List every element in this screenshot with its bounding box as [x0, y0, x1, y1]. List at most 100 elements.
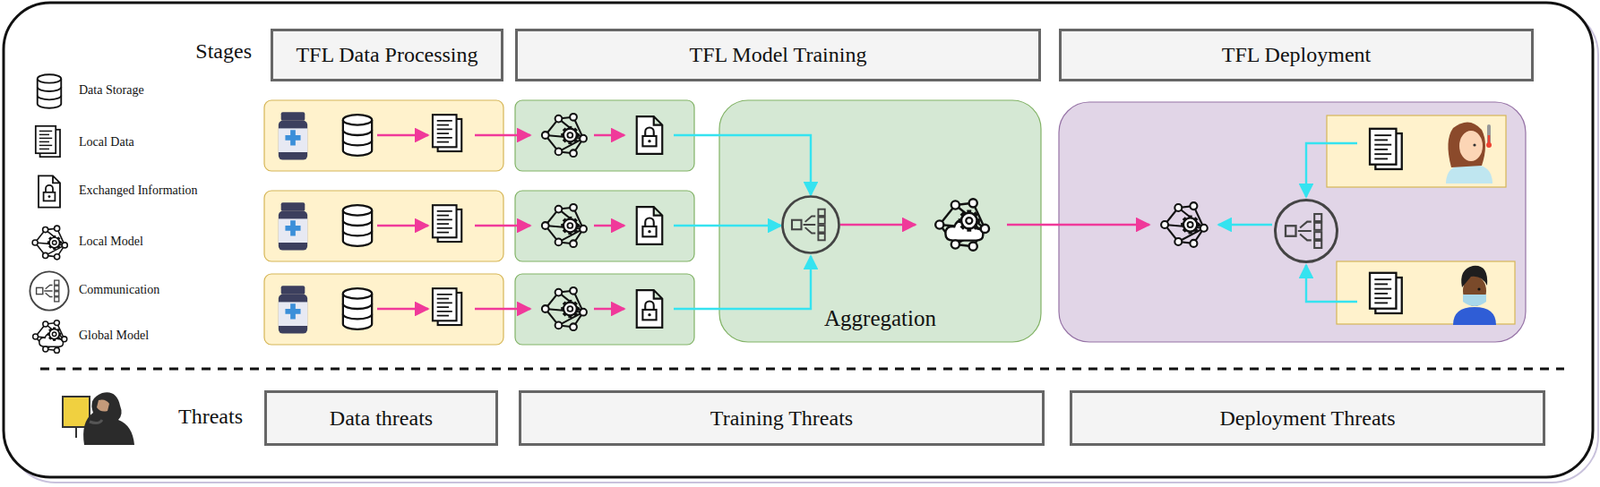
icon-part — [437, 293, 453, 296]
icon-part — [37, 86, 62, 92]
icon-part — [343, 288, 372, 299]
icon-part — [817, 225, 825, 233]
hacker-icon — [62, 392, 135, 446]
icon-part — [343, 114, 372, 125]
icon-part — [284, 129, 301, 146]
icon-part — [567, 306, 573, 312]
flow-arrow — [593, 134, 625, 137]
icon-part — [1174, 238, 1182, 246]
exchanged-information-icon — [636, 206, 663, 245]
icon-part — [35, 126, 56, 154]
icon-part — [437, 227, 453, 230]
data-lane — [264, 190, 504, 262]
exchanged-information-icon — [38, 175, 61, 207]
icon-part — [567, 223, 573, 229]
legend-label: Global Model — [78, 328, 149, 344]
stage-label: Training Threats — [710, 406, 853, 431]
icon-part — [1161, 221, 1169, 229]
icon-part — [1183, 217, 1197, 232]
icon-part — [647, 313, 651, 317]
database-icon — [343, 288, 372, 330]
legend-label: Data Storage — [78, 83, 145, 98]
icon-part — [343, 129, 372, 136]
icon-part — [817, 209, 825, 216]
icon-part — [969, 242, 978, 251]
icon-part — [437, 128, 453, 130]
icon-part — [642, 136, 656, 147]
local-model-icon — [541, 113, 587, 157]
icon-part — [437, 223, 449, 225]
icon-part — [1458, 129, 1482, 139]
icon-part — [281, 285, 306, 295]
icon-part — [278, 128, 308, 153]
icon-part — [1447, 121, 1486, 168]
icon-part — [278, 294, 308, 335]
flow-arrow — [1006, 223, 1150, 226]
icon-part — [647, 139, 651, 143]
icon-part — [569, 149, 577, 157]
icon-part — [1374, 157, 1388, 160]
local-model-icon — [541, 287, 587, 331]
icon-part — [636, 290, 663, 328]
flow-arrow — [377, 134, 429, 137]
icon-part — [1459, 130, 1483, 162]
local-model-icon — [1161, 202, 1208, 248]
stage-label: Aggregation — [824, 306, 937, 332]
icon-part — [969, 198, 978, 207]
icon-part — [437, 141, 449, 144]
icon-part — [39, 134, 50, 136]
icon-part — [563, 219, 577, 233]
icon-part — [1314, 214, 1322, 222]
local-data-icon — [1369, 273, 1403, 314]
database-icon — [37, 74, 62, 108]
icon-part — [39, 137, 52, 139]
icon-part — [61, 336, 68, 343]
local-data-icon — [1369, 129, 1403, 170]
aggregation-panel — [719, 100, 1041, 343]
flow-arrow — [377, 308, 429, 310]
exchanged-information-icon — [636, 116, 663, 155]
icon-part — [579, 225, 587, 233]
icon-part — [541, 131, 550, 139]
icon-part — [569, 287, 577, 295]
icon-part — [437, 298, 449, 301]
data-lane — [264, 274, 504, 345]
icon-part — [555, 322, 563, 330]
icon-part — [560, 300, 579, 319]
icon-part — [1374, 301, 1388, 304]
icon-part — [1314, 223, 1322, 231]
icon-part — [343, 303, 372, 310]
medicine-icon — [278, 202, 308, 250]
icon-part — [935, 220, 944, 229]
icon-part — [37, 95, 62, 101]
icon-part — [1298, 222, 1312, 241]
icon-part — [1189, 202, 1197, 210]
patient-figure — [1453, 266, 1497, 326]
icon-part — [1180, 215, 1200, 235]
icon-part — [47, 235, 62, 250]
icon-part — [1374, 283, 1388, 285]
icon-part — [437, 232, 449, 234]
database-icon — [343, 205, 372, 247]
icon-part — [33, 334, 39, 340]
patient-card — [1336, 261, 1515, 325]
medicine-icon — [278, 111, 308, 160]
stage-label: TFL Model Training — [689, 43, 868, 68]
icon-part — [1453, 307, 1497, 326]
legend-label: Exchanged Information — [78, 183, 198, 198]
icon-part — [1374, 292, 1388, 295]
icon-part — [48, 195, 52, 198]
icon-part — [39, 148, 50, 150]
icon-part — [75, 427, 78, 439]
icon-part — [541, 305, 550, 313]
icon-part — [1486, 142, 1492, 148]
communication-icon — [1275, 200, 1338, 263]
icon-part — [281, 111, 306, 121]
legend-label: Local Model — [78, 234, 144, 250]
icon-part — [1174, 204, 1182, 212]
stage-box: TFL Data Processing — [270, 28, 504, 82]
icon-part — [1477, 287, 1480, 291]
separator-line — [40, 368, 1565, 371]
icon-part — [1200, 224, 1208, 233]
database-icon — [343, 114, 372, 156]
